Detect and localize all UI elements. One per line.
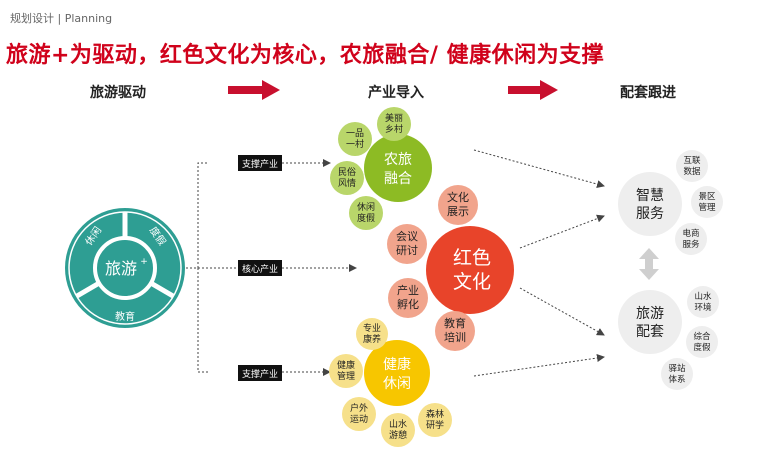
health-item-line1: 山水 <box>389 418 407 430</box>
connector-lines <box>186 149 605 377</box>
link-label-top: 支撑产业 <box>238 155 282 171</box>
agri-item-line2: 风情 <box>338 177 356 189</box>
health-item-line1: 户外 <box>350 402 368 414</box>
red-main-line2: 文化 <box>453 271 491 293</box>
red-item-line1: 教育 <box>444 316 466 330</box>
travel-main-line2: 配套 <box>636 324 664 340</box>
smart-main-line1: 智慧 <box>636 188 664 204</box>
travel-item-line2: 环境 <box>694 302 712 313</box>
health-item-line1: 专业 <box>363 322 381 334</box>
tourism-center-label: 旅游 <box>105 259 137 278</box>
red-item-line1: 文化 <box>447 190 469 204</box>
agri-item-line2: 一村 <box>346 138 364 150</box>
health-item-line2: 康养 <box>363 333 381 345</box>
tourism-plus-sign: + <box>140 257 148 267</box>
smart-item-line2: 管理 <box>698 202 716 213</box>
travel-item-line1: 综合 <box>693 331 711 342</box>
page-title: 旅游+为驱动，红色文化为核心，农旅融合/ 健康休闲为支撑 <box>6 43 605 68</box>
health-main-line1: 健康 <box>383 356 411 373</box>
red-item-line2: 培训 <box>444 330 466 344</box>
tourism-wheel: 旅游 + 休闲 度假 教育 <box>65 208 185 328</box>
smart-item-line2: 服务 <box>682 239 700 250</box>
smart-main-line2: 服务 <box>636 206 664 222</box>
smart-item-line2: 数据 <box>683 166 701 177</box>
diagram-label: 核心产业 <box>242 263 278 275</box>
health-main-line2: 休闲 <box>383 376 411 392</box>
double-arrow-icon <box>639 248 659 280</box>
header-label: 规划设计 | Planning <box>10 12 113 25</box>
red-item-line1: 会议 <box>396 230 418 243</box>
smart-item-line1: 电商 <box>682 228 699 239</box>
agri-item-line1: 一品 <box>346 128 364 139</box>
health-item-line2: 运动 <box>350 414 368 425</box>
travel-item-line2: 体系 <box>668 374 685 385</box>
red-arrow-1 <box>228 80 280 100</box>
agri-item-line2: 度假 <box>357 212 375 224</box>
agri-main-line2: 融合 <box>384 171 412 187</box>
health-item-line2: 研学 <box>426 419 444 431</box>
red-main-line1: 红色 <box>453 247 491 269</box>
agri-item-line2: 乡村 <box>385 123 403 135</box>
wheel-segment-education: 教育 <box>115 310 135 323</box>
red-item-line2: 展示 <box>447 205 469 218</box>
link-label-middle: 核心产业 <box>238 260 282 276</box>
agri-cluster: 农旅 融合 美丽 乡村 一品 一村 民俗 风情 休闲 度假 <box>330 107 432 230</box>
diagram-label: 支撑产业 <box>242 368 278 380</box>
agri-item-line1: 休闲 <box>357 201 375 213</box>
travel-main-line1: 旅游 <box>636 306 664 322</box>
smart-service-cluster: 智慧 服务 互联 数据 景区 管理 电商 服务 <box>618 150 723 255</box>
travel-item-line2: 度假 <box>693 342 711 353</box>
travel-support-cluster: 旅游 配套 山水 环境 综合 度假 驿站 体系 <box>618 286 719 390</box>
column-heading-industry: 产业导入 <box>368 85 424 101</box>
link-label-bottom: 支撑产业 <box>238 365 282 381</box>
agri-item-line1: 美丽 <box>385 112 403 124</box>
red-arrow-2 <box>508 80 558 100</box>
health-item-line2: 管理 <box>337 370 355 382</box>
travel-item-line1: 山水 <box>694 291 712 302</box>
health-item-line1: 健康 <box>337 359 355 371</box>
health-item-line2: 游憩 <box>389 429 407 441</box>
red-item-line2: 研讨 <box>396 244 418 257</box>
column-heading-support: 配套跟进 <box>620 85 676 101</box>
diagram-label: 支撑产业 <box>242 158 278 170</box>
travel-item-line1: 驿站 <box>668 363 686 374</box>
health-item-line1: 森林 <box>426 408 444 420</box>
agri-item-line1: 民俗 <box>338 166 356 178</box>
smart-item-line1: 景区 <box>698 192 716 202</box>
health-cluster: 健康 休闲 专业 康养 健康 管理 户外 运动 山水 游憩 森林 研学 <box>329 318 452 447</box>
smart-item-line1: 互联 <box>683 156 701 166</box>
column-heading-tourism: 旅游驱动 <box>90 85 146 101</box>
red-item-line2: 孵化 <box>397 297 419 311</box>
red-culture-cluster: 红色 文化 文化 展示 会议 研讨 产业 孵化 教育 培训 <box>387 185 514 351</box>
red-item-line1: 产业 <box>397 283 419 297</box>
agri-main-line1: 农旅 <box>384 152 412 168</box>
